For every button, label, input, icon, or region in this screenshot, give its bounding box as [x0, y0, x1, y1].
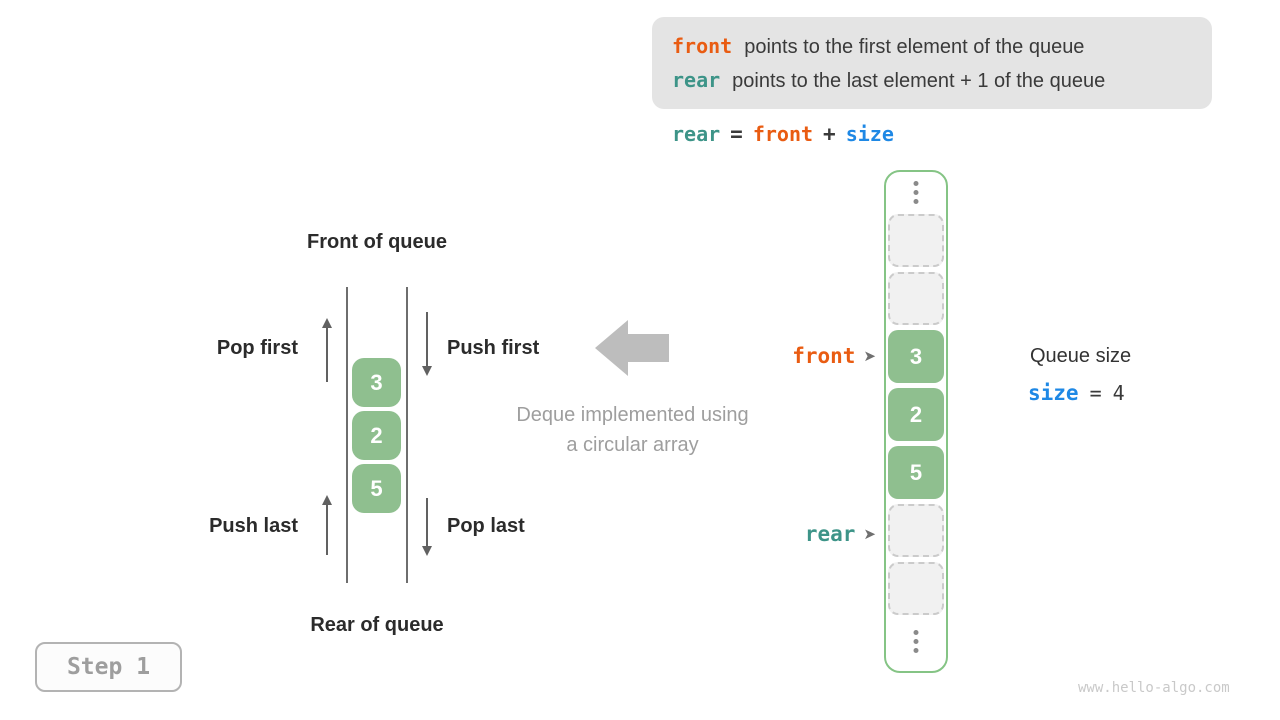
rear-definition-text: points to the last element + 1 of the qu… — [732, 69, 1106, 92]
pointer-definition-box: front points to the first element of the… — [652, 17, 1212, 109]
down-arrow-icon — [422, 498, 432, 556]
deque-wall-left — [346, 287, 348, 583]
size-equals: = — [1089, 381, 1102, 405]
pop-first-label: Pop first — [216, 337, 298, 359]
rear-of-queue-label: Rear of queue — [310, 614, 444, 636]
deque-cell: 3 — [352, 358, 401, 407]
diagram-caption: Deque implemented using a circular array — [480, 400, 785, 460]
front-of-queue-label: Front of queue — [307, 231, 447, 253]
formula-front: front — [752, 122, 814, 146]
array-cell: 5 — [888, 446, 944, 499]
right-arrowhead-icon: ➤ — [863, 347, 876, 365]
array-cell: 3 — [888, 330, 944, 383]
ellipsis-icon — [913, 630, 919, 653]
rear-formula: rear = front + size — [672, 122, 894, 146]
array-cell-empty — [888, 272, 944, 325]
array-cell-empty — [888, 504, 944, 557]
formula-plus: + — [823, 122, 836, 146]
up-arrow-icon — [322, 318, 332, 382]
formula-rear: rear — [672, 122, 721, 146]
front-definition-text: points to the first element of the queue — [744, 35, 1085, 58]
rear-pointer-label: rear — [804, 522, 856, 546]
size-keyword: size — [1028, 381, 1079, 405]
up-arrow-icon — [322, 495, 332, 555]
left-arrow-icon — [595, 320, 669, 376]
front-pointer: front ➤ — [720, 344, 876, 368]
deque-cell: 5 — [352, 464, 401, 513]
front-definition-line: front points to the first element of the… — [672, 34, 1192, 59]
circular-array: 3 2 5 — [884, 170, 948, 673]
right-arrowhead-icon: ➤ — [863, 525, 876, 543]
down-arrow-icon — [422, 312, 432, 376]
front-keyword: front — [672, 33, 733, 58]
push-last-label: Push last — [209, 515, 298, 537]
ellipsis-icon — [913, 181, 919, 204]
front-pointer-label: front — [792, 344, 856, 368]
array-cell: 2 — [888, 388, 944, 441]
deque-cell: 2 — [352, 411, 401, 460]
array-cell-empty — [888, 214, 944, 267]
formula-equals: = — [730, 122, 743, 146]
array-cell-empty — [888, 562, 944, 615]
watermark: www.hello-algo.com — [1078, 680, 1230, 696]
queue-size-label: Queue size — [1030, 345, 1132, 367]
queue-size-value: size = 4 — [1028, 381, 1125, 405]
rear-pointer: rear ➤ — [720, 522, 876, 546]
deque-wall-right — [406, 287, 408, 583]
rear-definition-line: rear points to the last element + 1 of t… — [672, 68, 1192, 93]
rear-keyword: rear — [672, 67, 721, 92]
caption-line-2: a circular array — [566, 434, 699, 456]
formula-size: size — [845, 122, 894, 146]
caption-line-1: Deque implemented using — [516, 404, 749, 426]
deque-elements: 3 2 5 — [352, 358, 401, 513]
pop-last-label: Pop last — [447, 515, 525, 537]
push-first-label: Push first — [447, 337, 540, 359]
step-badge: Step 1 — [35, 642, 182, 692]
size-number: 4 — [1112, 381, 1125, 405]
